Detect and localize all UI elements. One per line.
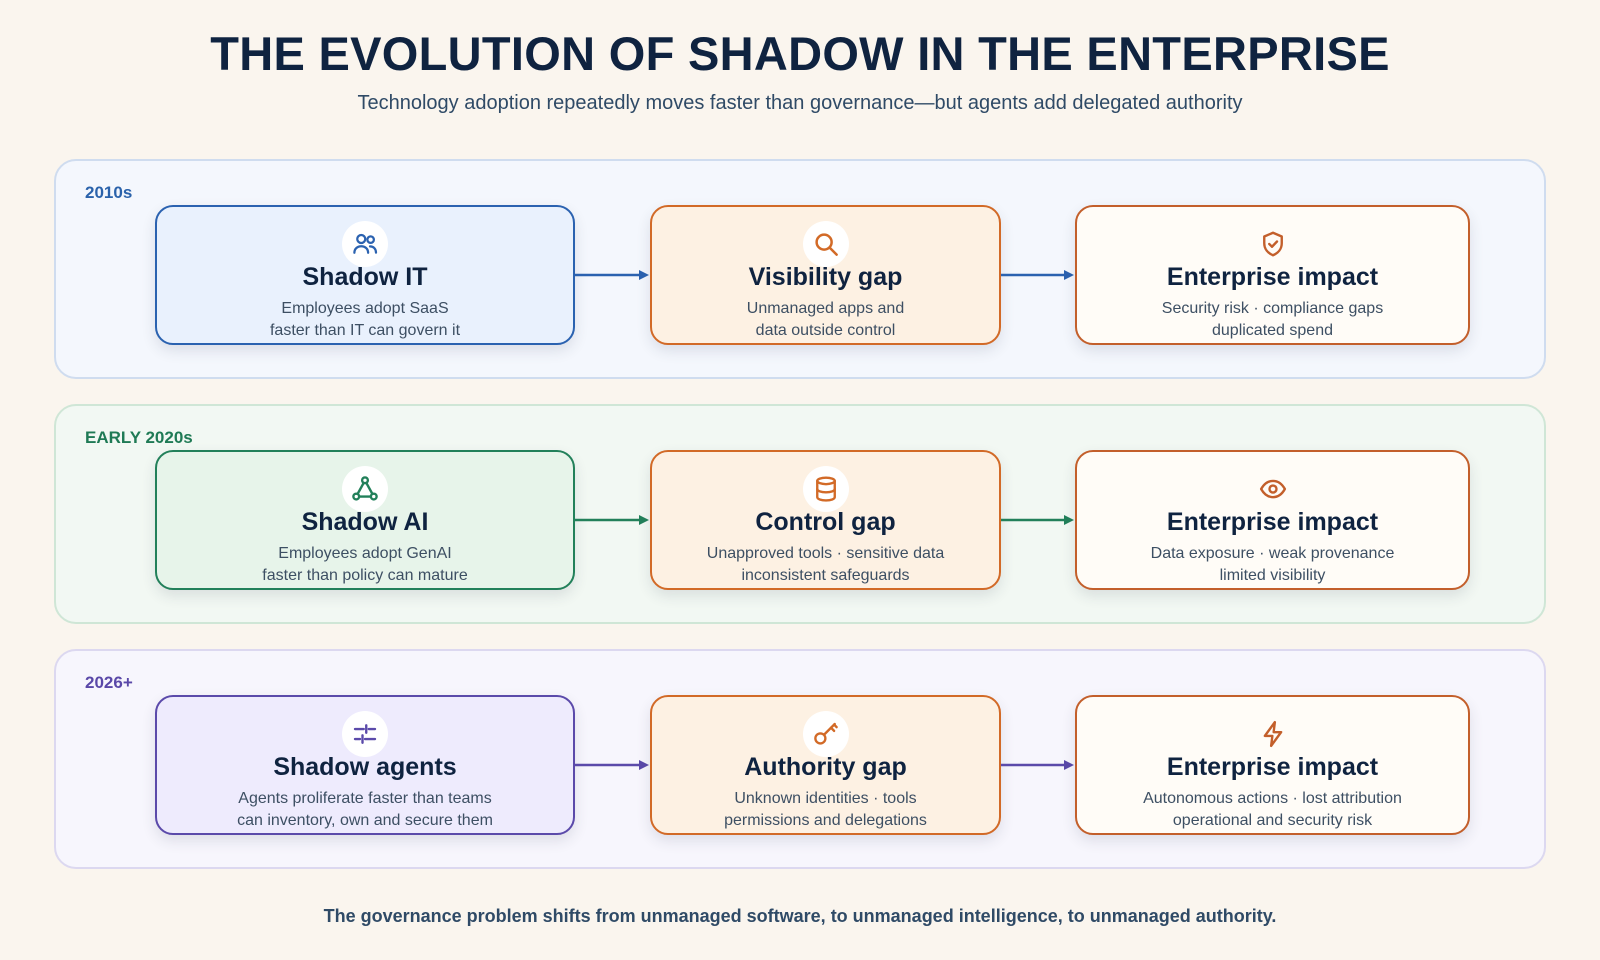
shield-check-icon	[1250, 221, 1296, 267]
card-title: Shadow agents	[273, 753, 457, 781]
card-title: Enterprise impact	[1166, 263, 1379, 291]
flow-arrow	[1001, 514, 1075, 526]
lightning-icon	[1250, 711, 1296, 757]
search-icon	[802, 221, 849, 267]
gap-card-control: Control gap Unapproved tools · sensitive…	[650, 450, 1001, 590]
source-card-shadow-agents: Shadow agents Agents proliferate faster …	[155, 695, 575, 835]
key-icon	[802, 711, 849, 757]
users-icon	[342, 221, 388, 267]
era-label: 2010s	[85, 183, 133, 202]
page-title: THE EVOLUTION OF SHADOW IN THE ENTERPRIS…	[210, 27, 1390, 80]
flow-arrow	[575, 759, 650, 771]
footer-summary: The governance problem shifts from unman…	[323, 906, 1277, 926]
card-title: Shadow AI	[301, 508, 429, 536]
gap-card-authority: Authority gap Unknown identities · tools…	[650, 695, 1001, 835]
card-title: Authority gap	[744, 753, 907, 781]
flow-arrow	[1001, 269, 1075, 281]
card-title: Shadow IT	[302, 263, 428, 291]
card-title: Control gap	[755, 508, 896, 536]
flow-arrow	[1001, 759, 1075, 771]
era-band-early-2020s: EARLY 2020s Shadow AI Employees adopt Ge…	[54, 404, 1546, 624]
era-label: 2026+	[85, 673, 133, 692]
flow-arrow	[575, 269, 650, 281]
era-label: EARLY 2020s	[85, 428, 193, 447]
era-band-2026-plus: 2026+ Shadow agents Agents proliferate f…	[54, 649, 1546, 869]
card-title: Enterprise impact	[1166, 508, 1379, 536]
database-icon	[802, 466, 849, 512]
card-title: Visibility gap	[748, 263, 903, 291]
card-title: Enterprise impact	[1166, 753, 1379, 781]
network-icon	[342, 466, 388, 512]
impact-card: Enterprise impact Autonomous actions · l…	[1075, 695, 1470, 835]
impact-card: Enterprise impact Security risk · compli…	[1075, 205, 1470, 345]
flow-arrow	[575, 514, 650, 526]
eye-icon	[1250, 466, 1296, 512]
impact-card: Enterprise impact Data exposure · weak p…	[1075, 450, 1470, 590]
page-subtitle: Technology adoption repeatedly moves fas…	[357, 92, 1243, 114]
sliders-icon	[342, 711, 388, 757]
